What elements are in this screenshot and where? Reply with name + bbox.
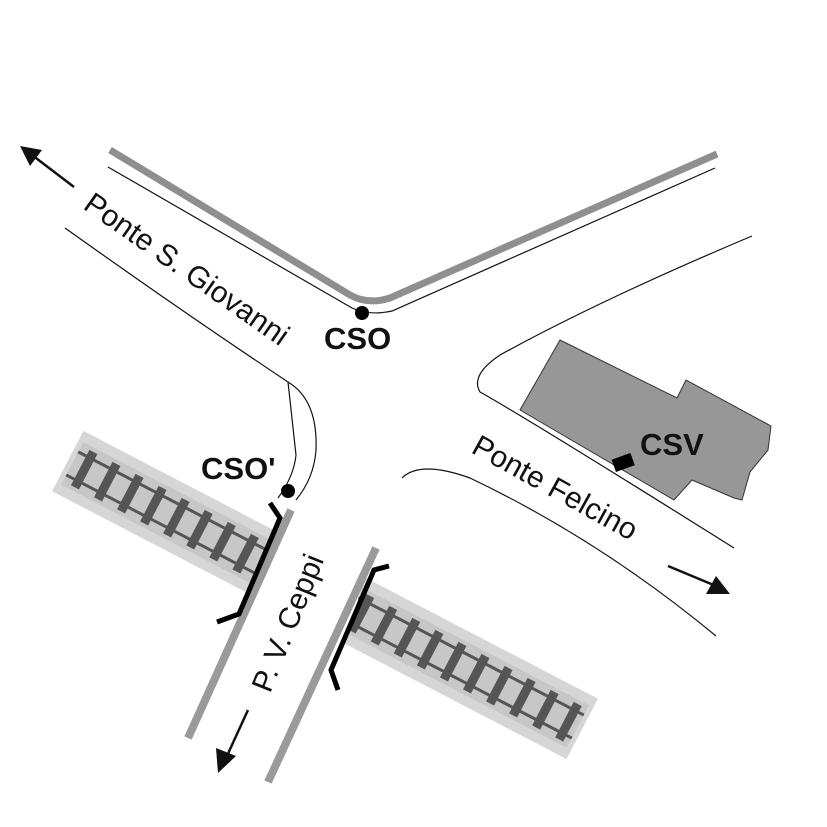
bridge-rail-left [216, 501, 283, 625]
dot-icon [355, 306, 369, 320]
road-edge-top [107, 166, 716, 314]
bridge-deck [195, 512, 374, 768]
road-edge-east-lower [401, 468, 717, 637]
csv-building [519, 339, 772, 501]
road-edge-west-inner [287, 381, 317, 501]
point-label-csv: CSV [640, 427, 704, 462]
bridge-rail-right [328, 563, 390, 691]
dot-icon [281, 484, 295, 498]
arrow-icon [667, 564, 730, 594]
point-label-cso-prime: CSO' [201, 451, 276, 486]
arrow-icon [216, 709, 250, 773]
road-label-ponte-s-giovanni: Ponte S. Giovanni [78, 187, 295, 353]
bridge-parapet-right [264, 546, 380, 784]
bridge-parapet-left [184, 508, 295, 740]
point-label-cso: CSO [324, 321, 391, 356]
road-edge-east-upper [476, 235, 753, 549]
square-icon [611, 452, 635, 472]
arrow-icon [20, 146, 75, 188]
road-edge-west [64, 227, 297, 499]
embankment-top [108, 147, 719, 305]
